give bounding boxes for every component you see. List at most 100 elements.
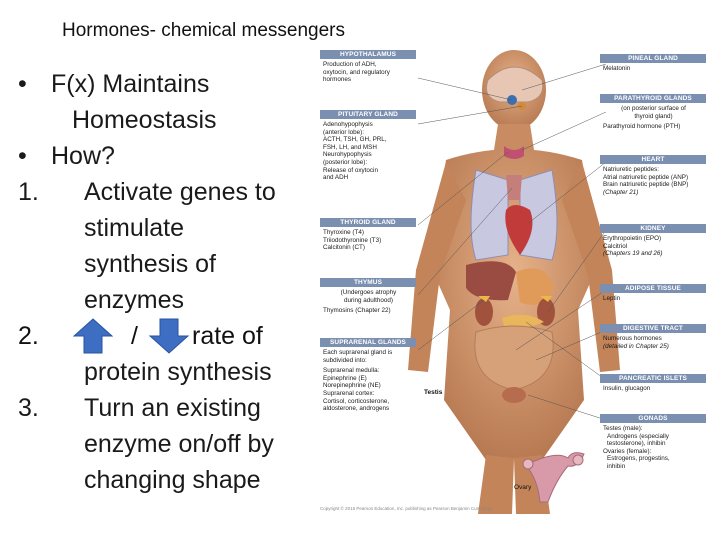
label-line: Parathyroid hormone (PTH) — [603, 123, 681, 131]
label-line: Brain natriuretic peptide (BNP) — [603, 181, 689, 189]
bullet-marker: • — [18, 70, 27, 98]
numbered-item: 1. Activate genes to — [18, 174, 310, 210]
label-header: THYMUS — [320, 278, 416, 287]
label-line: Epinephrine (E) — [323, 374, 367, 382]
numbered-item: 3. Turn an existing — [18, 390, 310, 426]
human-body-illustration — [408, 50, 620, 514]
numbered-item-continuation: protein synthesis — [18, 354, 310, 390]
label-header: PITUITARY GLAND — [320, 110, 416, 119]
ovary-illustration — [522, 452, 585, 503]
ovary-label: Ovary — [514, 484, 532, 491]
label-line: Norepinephrine (NE) — [323, 382, 381, 390]
bullet-text: F(x) Maintains — [51, 70, 210, 98]
label-line: ACTH, TSH, GH, PRL, — [323, 136, 387, 144]
item-number: 3. — [18, 394, 39, 422]
item-number: 2. — [18, 322, 39, 350]
numbered-item-continuation: enzyme on/off by — [18, 426, 310, 462]
bullet-text: How? — [51, 142, 115, 170]
bullet-marker: • — [18, 142, 27, 170]
label-line: Androgens (especially — [607, 432, 669, 440]
label-line: Each suprarenal gland is — [323, 349, 393, 356]
label-line: FSH, LH, and MSH — [323, 143, 377, 151]
label-line: Estrogens, progestins, — [607, 455, 670, 463]
label-line: Suprarenal cortex: — [323, 389, 375, 397]
label-hypothalamus: HYPOTHALAMUS Production of ADH, oxytocin… — [320, 50, 416, 86]
numbered-item-continuation: stimulate — [18, 210, 310, 246]
bullet-item: • How? — [18, 138, 310, 174]
label-line: hormones — [323, 76, 352, 84]
bullet-item: • F(x) Maintains — [18, 66, 310, 102]
label-header: PARATHYROID GLANDS — [600, 94, 706, 103]
item-text: rate of — [192, 322, 263, 350]
numbered-item-continuation: enzymes — [18, 282, 310, 318]
label-line: Thyroxine (T4) — [323, 229, 364, 236]
label-line: Testes (male): — [603, 425, 643, 432]
label-line: (anterior lobe): — [323, 128, 364, 136]
item-text: protein synthesis — [84, 358, 272, 386]
label-heart: HEART Natriuretic peptides: Atrial natri… — [600, 155, 706, 198]
label-pancreatic-islets: PANCREATIC ISLETS Insulin, glucagon — [600, 374, 706, 395]
label-line: (detailed in Chapter 25) — [603, 342, 669, 350]
label-line: Ovaries (female): — [603, 447, 652, 455]
label-line: Leptin — [603, 295, 621, 302]
bullet-text: Homeostasis — [72, 106, 217, 134]
label-line: testosterone), inhibin — [607, 440, 666, 448]
arrow-down-icon — [149, 318, 189, 354]
bullet-item-continuation: Homeostasis — [18, 102, 310, 138]
label-line: Calcitonin (CT) — [323, 244, 365, 252]
item-text: enzyme on/off by — [84, 430, 274, 458]
label-line: Calcitriol — [603, 242, 628, 250]
slide-title: Hormones- chemical messengers — [62, 20, 345, 41]
label-thymus: THYMUS (Undergoes atrophy during adultho… — [320, 278, 416, 317]
label-adipose-tissue: ADIPOSE TISSUE Leptin — [600, 284, 706, 305]
label-header: SUPRARENAL GLANDS — [320, 338, 416, 347]
numbered-item-continuation: synthesis of — [18, 246, 310, 282]
label-line: Cortisol, corticosterone, — [323, 397, 390, 405]
label-header: ADIPOSE TISSUE — [600, 284, 706, 293]
arrow-up-icon — [73, 318, 113, 354]
arrow-separator: / — [131, 322, 138, 350]
label-line: Neurohypophysis — [323, 151, 372, 159]
label-line: Production of ADH, — [323, 61, 377, 68]
label-line: Erythropoietin (EPO) — [603, 235, 662, 242]
label-parathyroid-glands: PARATHYROID GLANDS (on posterior surface… — [600, 94, 706, 133]
label-header: PINEAL GLAND — [600, 54, 706, 63]
label-header: HEART — [600, 155, 706, 164]
label-line: (Undergoes atrophy — [340, 289, 397, 296]
label-digestive-tract: DIGESTIVE TRACT Numerous hormones (detai… — [600, 324, 706, 352]
label-line: aldosterone, androgens — [323, 405, 390, 413]
label-line: Numerous hormones — [603, 335, 662, 342]
label-pineal-gland: PINEAL GLAND Melatonin — [600, 54, 706, 75]
label-header: GONADS — [600, 414, 706, 423]
item-number: 1. — [18, 178, 39, 206]
label-line: (Chapters 19 and 26) — [603, 250, 663, 258]
label-line: (on posterior surface of — [621, 105, 686, 112]
testis-label: Testis — [424, 389, 443, 396]
item-text: synthesis of — [84, 250, 217, 278]
numbered-item-continuation: changing shape — [18, 462, 310, 498]
label-header: PANCREATIC ISLETS — [600, 374, 706, 383]
label-header: KIDNEY — [600, 224, 706, 233]
label-header: THYROID GLAND — [320, 218, 416, 227]
label-line: oxytocin, and regulatory — [323, 68, 390, 76]
item-text: Turn an existing — [84, 394, 261, 422]
item-text: stimulate — [84, 214, 185, 242]
label-header: HYPOTHALAMUS — [320, 50, 416, 59]
label-line: Melatonin — [603, 65, 631, 72]
label-line: Release of oxytocin — [323, 166, 378, 174]
label-line: subdivided into: — [323, 356, 367, 364]
label-line: Thymosins (Chapter 22) — [323, 307, 391, 315]
label-line: and ADH — [323, 174, 349, 182]
label-gonads: GONADS Testes (male): Androgens (especia… — [600, 414, 706, 473]
copyright-text: Copyright © 2015 Pearson Education, Inc.… — [320, 506, 494, 511]
label-line: thyroid gland) — [634, 112, 673, 120]
item-text: changing shape — [84, 466, 261, 494]
label-line: Adenohypophysis — [323, 121, 373, 128]
item-text: Activate genes to — [84, 178, 276, 206]
label-line: Atrial natriuretic peptide (ANP) — [603, 173, 689, 181]
label-line: (Chapter 21) — [603, 188, 639, 196]
numbered-item: 2. / rate of — [18, 318, 310, 354]
label-line: during adulthood) — [343, 296, 393, 304]
label-kidney: KIDNEY Erythropoietin (EPO) Calcitriol (… — [600, 224, 706, 260]
label-pituitary-gland: PITUITARY GLAND Adenohypophysis (anterio… — [320, 110, 416, 184]
